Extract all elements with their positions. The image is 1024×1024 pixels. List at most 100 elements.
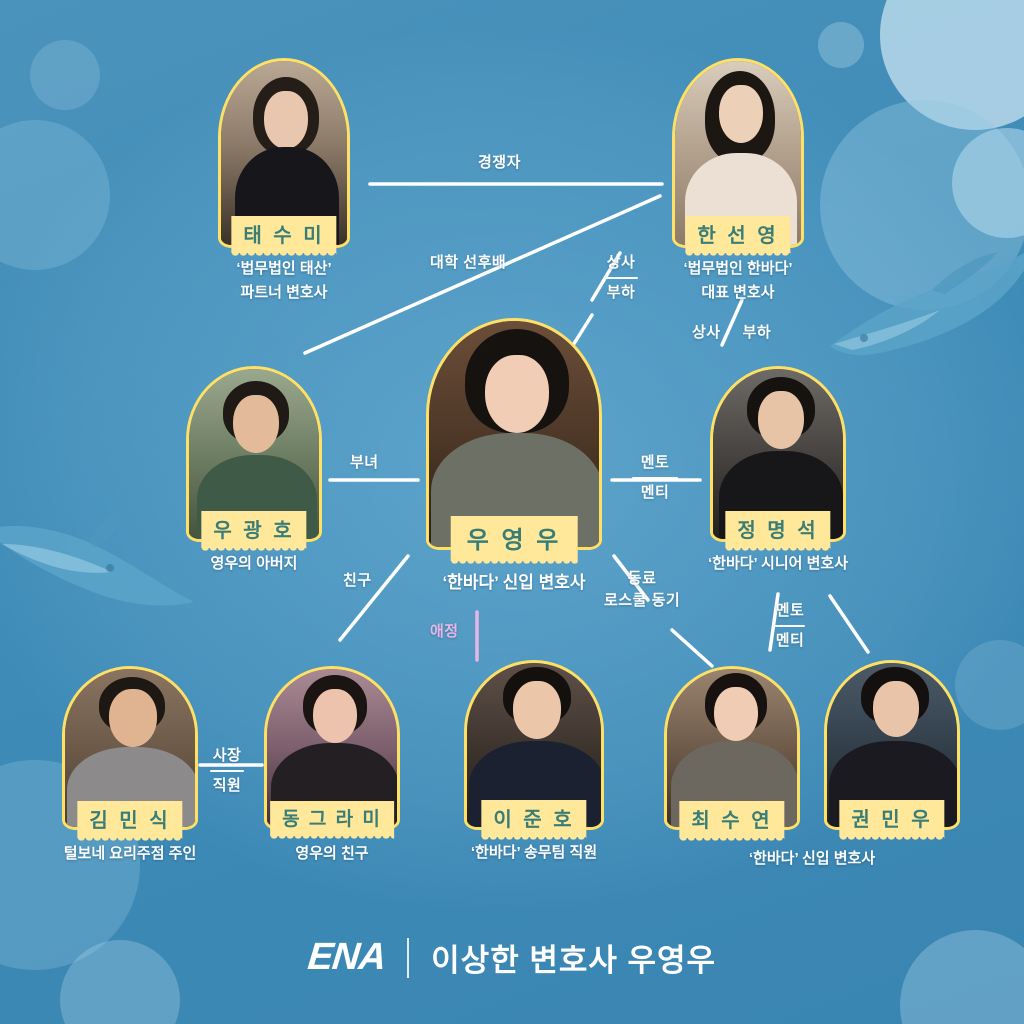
character-card-woo-gwang-ho[interactable]: 우 광 호 영우의 아버지	[186, 366, 322, 572]
divider	[210, 769, 244, 772]
relation-boss-employee-bottom-label: 직원	[212, 776, 242, 794]
character-card-dong-geu-ra-mi[interactable]: 동 그 라 미 영우의 친구	[264, 666, 400, 862]
relation-boss-subordinate-top: 상사 부하	[604, 252, 638, 304]
subtitle-rookie-lawyers-shared: ‘한바다’ 신입 변호사	[749, 847, 875, 868]
face	[714, 687, 758, 741]
divider	[604, 276, 638, 279]
character-name: 권 민 우	[851, 809, 933, 831]
character-name: 우 광 호	[213, 520, 295, 542]
nameplate-woo-gwang-ho: 우 광 호	[201, 511, 307, 553]
subtitle-woo-young-woo: ‘한바다’ 신입 변호사	[442, 568, 585, 593]
relation-boss-bottom-label: 부하	[606, 283, 636, 301]
nameplate-jung-myeong-seok: 정 명 석	[725, 511, 831, 553]
subtitle-lee-jun-ho: ‘한바다’ 송무팀 직원	[471, 841, 597, 862]
character-name: 정 명 석	[737, 520, 819, 542]
subtitle-text: ‘한바다’ 송무팀 직원	[470, 844, 598, 861]
subtitle-text: 영우의 친구	[295, 845, 369, 862]
character-card-han-seon-yeong[interactable]: 한 선 영 ‘법무법인 한바다’ 대표 변호사	[672, 58, 804, 301]
face	[233, 395, 279, 453]
nameplate-kwon-min-woo: 권 민 우	[839, 800, 945, 842]
relation-boss-subordinate-right: 상사 부하	[692, 322, 771, 344]
relation-boss-top-label: 상사	[606, 254, 636, 271]
portrait-image	[429, 321, 599, 547]
subtitle-text: ‘한바다’ 신입 변호사	[748, 850, 876, 867]
character-card-kim-min-sik[interactable]: 김 민 식 털보네 요리주점 주인	[62, 666, 198, 862]
bubble	[818, 22, 864, 68]
subtitle-tae-su-mi-line2: 파트너 변호사	[241, 281, 328, 302]
relation-mentor-right-label: 멘토	[775, 602, 805, 619]
relation-mentor-mentee-right: 멘토 멘티	[775, 600, 805, 652]
divider	[632, 476, 678, 479]
relation-friend: 친구	[343, 570, 372, 592]
subtitle-kim-min-sik: 털보네 요리주점 주인	[64, 842, 197, 863]
relation-mentor-label: 멘토	[640, 454, 670, 471]
portrait-image	[713, 369, 843, 539]
dolphin-right-icon	[830, 252, 1024, 356]
face	[719, 85, 763, 143]
bubble	[30, 40, 100, 110]
subtitle-jung-myeong-seok: ‘한바다’ 시니어 변호사	[708, 552, 848, 573]
subtitle-woo-gwang-ho: 영우의 아버지	[211, 552, 298, 573]
subtitle-text: 대표 변호사	[701, 284, 775, 301]
character-name: 한 선 영	[697, 225, 779, 247]
relation-friend-label: 친구	[343, 572, 372, 589]
relation-mentee-right-label: 멘티	[775, 631, 805, 649]
relation-colleague-lawschool: 동료 로스쿨 동기	[604, 568, 680, 612]
subtitle-text: 털보네 요리주점 주인	[63, 845, 197, 862]
relation-father-daughter-label: 부녀	[350, 454, 379, 471]
character-name: 이 준 호	[493, 809, 575, 831]
relation-competitor: 경쟁자	[478, 152, 521, 174]
bubble	[0, 120, 110, 270]
face	[264, 91, 308, 149]
relation-university-senior-junior: 대학 선후배	[430, 252, 506, 274]
dolphin-left-icon	[0, 502, 194, 606]
character-name: 우 영 우	[466, 527, 562, 554]
relation-boss-right-bottom-label: 부하	[742, 324, 772, 341]
subtitle-text: 영우의 아버지	[210, 555, 298, 572]
nameplate-han-seon-yeong: 한 선 영	[685, 216, 791, 258]
face	[873, 681, 919, 737]
subtitle-text: ‘한바다’ 신입 변호사	[442, 573, 586, 592]
relation-boss-employee: 사장 직원	[210, 745, 244, 797]
bubble	[955, 640, 1024, 730]
subtitle-han-seon-yeong-line2: 대표 변호사	[701, 281, 774, 302]
relation-mentor-mentee-center: 멘토 멘티	[632, 452, 678, 504]
nameplate-woo-young-woo: 우 영 우	[450, 516, 578, 566]
relation-colleague-label: 동료	[627, 570, 657, 587]
subtitle-text: 파트너 변호사	[240, 284, 328, 301]
relation-affection: 애정	[430, 621, 459, 643]
relation-father-daughter: 부녀	[350, 452, 379, 474]
footer-divider	[407, 937, 410, 978]
portrait-jung-myeong-seok	[710, 366, 846, 542]
ena-logo: ENA	[306, 936, 388, 979]
character-name: 동 그 라 미	[282, 809, 382, 830]
character-card-tae-su-mi[interactable]: 태 수 미 ‘법무법인 태산’ 파트너 변호사	[218, 58, 350, 301]
portrait-image	[221, 61, 347, 245]
nameplate-choi-su-yeon: 최 수 연	[679, 801, 785, 843]
relation-competitor-label: 경쟁자	[478, 154, 521, 171]
face	[485, 355, 549, 433]
nameplate-dong-geu-ra-mi: 동 그 라 미	[270, 801, 394, 841]
show-title-text: 이상한 변호사 우영우	[431, 943, 717, 978]
footer: ENA 이상한 변호사 우영우	[0, 935, 1024, 980]
nameplate-lee-jun-ho: 이 준 호	[481, 800, 587, 842]
relation-boss-right-top-label: 상사	[692, 324, 721, 341]
face	[758, 391, 804, 449]
face	[109, 689, 157, 747]
character-card-kwon-min-woo[interactable]: 권 민 우	[824, 660, 960, 842]
subtitle-text: ‘법무법인 한바다’	[683, 260, 793, 277]
character-card-woo-young-woo[interactable]: 우 영 우 ‘한바다’ 신입 변호사	[426, 318, 602, 592]
character-card-lee-jun-ho[interactable]: 이 준 호 ‘한바다’ 송무팀 직원	[464, 660, 604, 861]
character-name: 태 수 미	[243, 225, 325, 247]
ena-logo-text: ENA	[305, 936, 388, 978]
character-name: 최 수 연	[691, 810, 773, 832]
show-title: 이상한 변호사 우영우	[431, 935, 716, 980]
character-name: 김 민 식	[89, 810, 171, 832]
divider	[775, 624, 805, 627]
character-card-choi-su-yeon[interactable]: 최 수 연	[664, 666, 800, 843]
character-card-jung-myeong-seok[interactable]: 정 명 석 ‘한바다’ 시니어 변호사	[708, 366, 848, 572]
relation-boss-employee-top-label: 사장	[212, 747, 242, 764]
subtitle-tae-su-mi-line1: ‘법무법인 태산’	[236, 257, 331, 278]
